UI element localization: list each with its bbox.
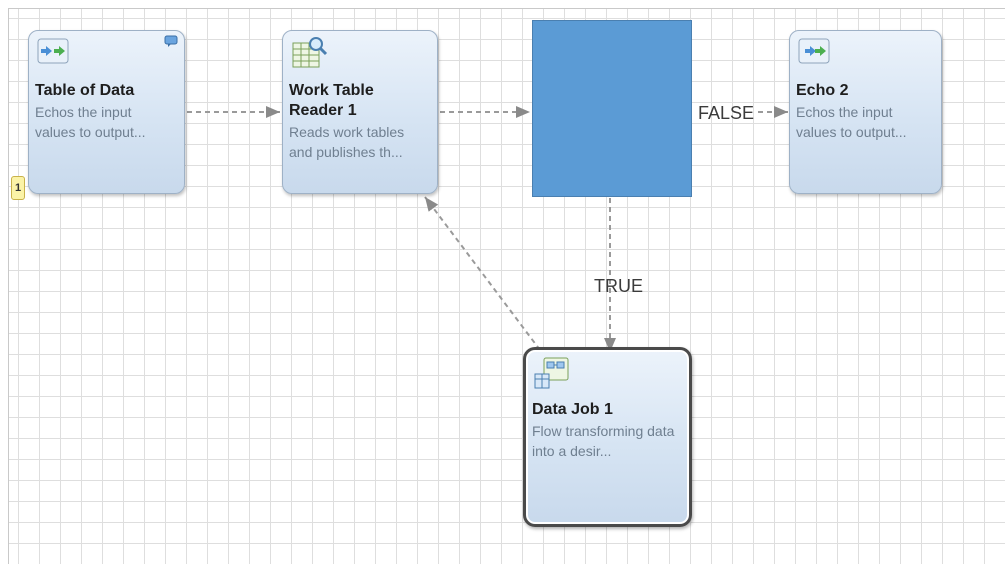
node-title: Data Job 1 xyxy=(532,401,613,418)
node-description: Flow transforming data into a desir... xyxy=(532,423,675,459)
node-table-of-data[interactable]: Table of Data Echos the input values to … xyxy=(28,30,185,194)
count-badge[interactable]: 1 xyxy=(11,176,25,200)
node-data-job-1[interactable]: Data Job 1 Flow transforming data into a… xyxy=(523,347,692,527)
node-description: Reads work tables and publishes th... xyxy=(289,124,405,160)
table-search-icon xyxy=(292,37,328,68)
comment-icon[interactable] xyxy=(164,35,178,47)
node-echo-2[interactable]: Echo 2 Echos the input values to output.… xyxy=(789,30,942,194)
echo-arrows-icon xyxy=(37,38,69,64)
node-description: Echos the input values to output... xyxy=(35,104,146,140)
node-work-table-reader[interactable]: Work Table Reader 1 Reads work tables an… xyxy=(282,30,438,194)
node-description: Echos the input values to output... xyxy=(796,104,907,140)
edge-label-true: TRUE xyxy=(594,276,643,296)
decision-node[interactable] xyxy=(532,20,692,197)
data-job-icon xyxy=(534,357,569,389)
edge-label-false: FALSE xyxy=(698,103,755,123)
node-title: Table of Data xyxy=(35,82,135,99)
echo-arrows-icon xyxy=(798,38,830,64)
connector-datajob-to-reader[interactable] xyxy=(424,196,541,351)
node-title: Work Table Reader 1 xyxy=(289,82,374,119)
node-title: Echo 2 xyxy=(796,82,849,99)
